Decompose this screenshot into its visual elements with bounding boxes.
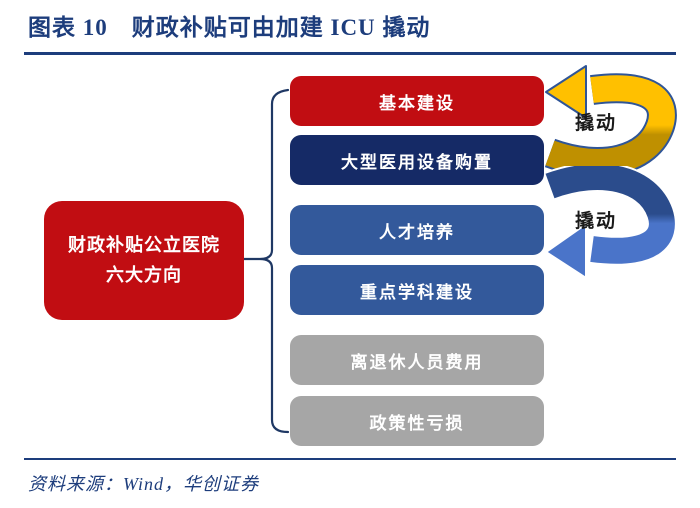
left-summary-box: 财政补贴公立医院 六大方向 [44,201,244,320]
category-box-4: 重点学科建设 [290,265,544,315]
top-divider [24,52,676,55]
left-box-line2: 六大方向 [106,264,182,285]
arrow-label-gold: 撬动 [574,113,617,134]
category-box-6: 政策性亏损 [290,396,544,446]
brace-connector-icon [242,88,290,434]
category-box-2: 大型医用设备购置 [290,135,544,185]
source-note: 资料来源：Wind，华创证券 [28,474,260,494]
category-box-3: 人才培养 [290,205,544,255]
bottom-divider [24,458,676,460]
leverage-arrow-blue-icon [544,166,677,279]
arrow-label-blue: 撬动 [574,211,617,232]
category-box-5: 离退休人员费用 [290,335,544,385]
category-box-1: 基本建设 [290,76,544,126]
leverage-arrow-gold-icon [544,65,677,174]
left-box-line1: 财政补贴公立医院 [68,234,220,255]
figure-title: 图表 10 财政补贴可由加建 ICU 撬动 [28,15,431,40]
